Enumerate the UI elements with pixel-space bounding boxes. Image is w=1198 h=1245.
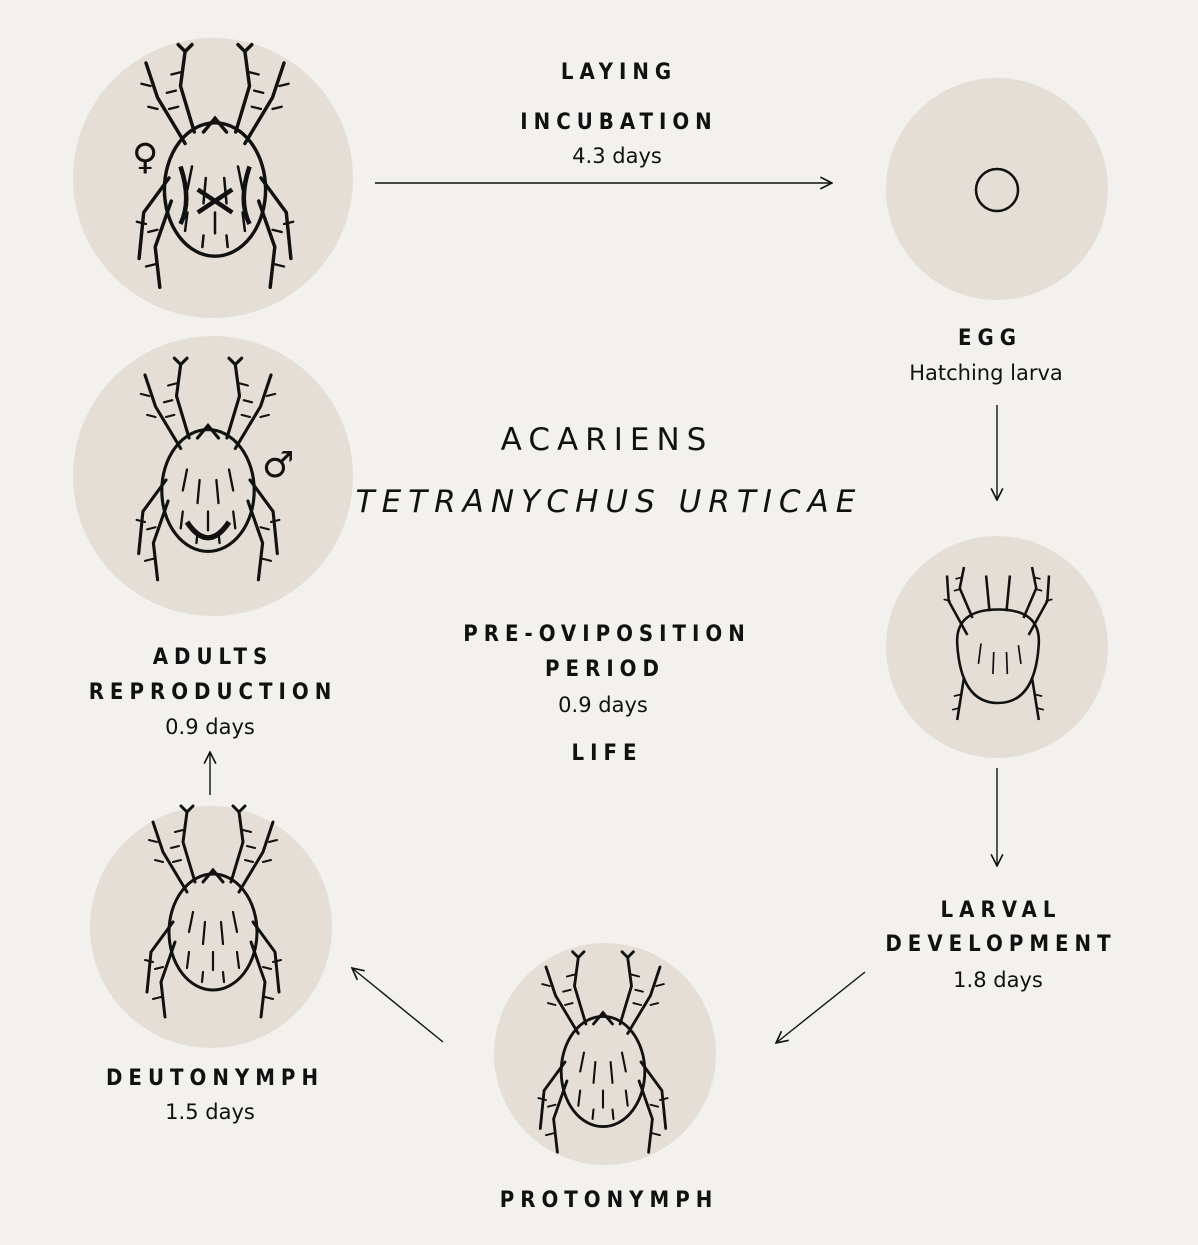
laying-label: LAYING (561, 60, 677, 85)
female-mite-drawing (137, 45, 293, 288)
pre-oviposition-label-1: PRE-OVIPOSITION (463, 622, 751, 647)
male-mite-drawing (137, 358, 280, 580)
species-name: TETRANYCHUS URTICAE (356, 484, 863, 520)
incubation-duration: 4.3 days (572, 144, 662, 168)
adults-duration: 0.9 days (165, 715, 255, 739)
larval-label: LARVAL (941, 898, 1062, 923)
incubation-label: INCUBATION (520, 110, 717, 135)
adults-label: ADULTS (153, 645, 274, 670)
deutonymph-label: DEUTONYMPH (106, 1066, 324, 1091)
larva-drawing (944, 567, 1053, 720)
egg-label: EGG (958, 326, 1022, 351)
deutonymph-duration: 1.5 days (165, 1100, 255, 1124)
female-symbol: ♀ (132, 140, 158, 176)
pre-oviposition-label-2: PERIOD (545, 657, 665, 682)
development-label: DEVELOPMENT (885, 932, 1116, 957)
life-label: LIFE (571, 741, 642, 766)
protonymph-drawing (538, 952, 667, 1152)
deutonymph-drawing (145, 806, 281, 1017)
protonymph-label: PROTONYMPH (500, 1188, 719, 1213)
pre-oviposition-duration: 0.9 days (558, 693, 648, 717)
arrow-larval-to-protonymph (776, 972, 865, 1043)
arrow-protonymph-to-deutonymph (352, 968, 443, 1042)
larval-duration: 1.8 days (953, 968, 1043, 992)
egg-drawing (976, 169, 1018, 211)
egg-sub: Hatching larva (909, 361, 1063, 385)
diagram-title: ACARIENS (501, 422, 714, 458)
reproduction-label: REPRODUCTION (89, 680, 338, 705)
male-symbol: ♂ (262, 448, 294, 484)
